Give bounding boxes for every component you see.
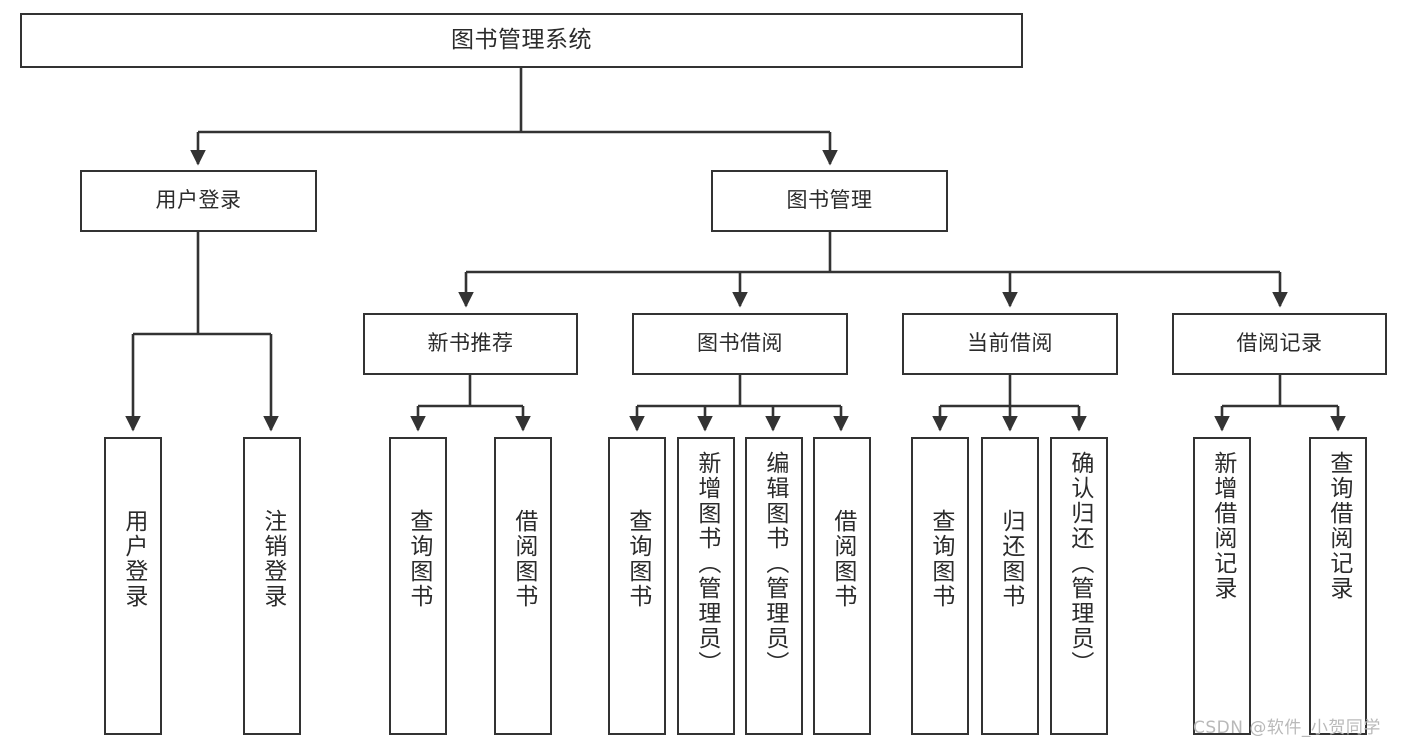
node-leaf-br-query-record-label: 查询借阅记录 <box>1325 451 1352 601</box>
node-leaf-user-login-label: 用户登录 <box>120 509 147 609</box>
node-leaf-bb-borrow-book[interactable]: 借阅图书 <box>813 437 871 735</box>
node-root-label: 图书管理系统 <box>451 26 592 53</box>
node-leaf-bb-query-book[interactable]: 查询图书 <box>608 437 666 735</box>
node-leaf-cb-confirm-return[interactable]: 确认归还（管理员） <box>1050 437 1108 735</box>
node-leaf-user-login[interactable]: 用户登录 <box>104 437 162 735</box>
node-new-book-recommend-label: 新书推荐 <box>427 331 514 356</box>
node-current-borrow-label: 当前借阅 <box>967 331 1053 356</box>
node-book-borrow[interactable]: 图书借阅 <box>632 313 848 375</box>
node-leaf-cb-query-book-label: 查询图书 <box>927 509 954 609</box>
node-leaf-bb-borrow-book-label: 借阅图书 <box>829 509 856 609</box>
node-borrow-record[interactable]: 借阅记录 <box>1172 313 1387 375</box>
node-leaf-br-query-record[interactable]: 查询借阅记录 <box>1309 437 1367 735</box>
node-leaf-cb-return-book[interactable]: 归还图书 <box>981 437 1039 735</box>
node-leaf-br-add-record[interactable]: 新增借阅记录 <box>1193 437 1251 735</box>
node-user-login[interactable]: 用户登录 <box>80 170 317 232</box>
node-book-manage[interactable]: 图书管理 <box>711 170 948 232</box>
node-borrow-record-label: 借阅记录 <box>1236 331 1323 356</box>
node-leaf-nb-borrow-book[interactable]: 借阅图书 <box>494 437 552 735</box>
node-current-borrow[interactable]: 当前借阅 <box>902 313 1118 375</box>
node-leaf-logout-label: 注销登录 <box>259 509 286 609</box>
node-leaf-br-add-record-label: 新增借阅记录 <box>1209 451 1236 601</box>
node-leaf-cb-confirm-return-label: 确认归还（管理员） <box>1066 451 1093 676</box>
node-leaf-cb-query-book[interactable]: 查询图书 <box>911 437 969 735</box>
node-leaf-bb-add-book-label: 新增图书（管理员） <box>693 451 720 676</box>
node-leaf-nb-query-book[interactable]: 查询图书 <box>389 437 447 735</box>
node-leaf-bb-edit-book-label: 编辑图书（管理员） <box>761 451 788 676</box>
node-leaf-bb-query-book-label: 查询图书 <box>624 509 651 609</box>
node-leaf-nb-borrow-book-label: 借阅图书 <box>510 509 537 609</box>
node-leaf-nb-query-book-label: 查询图书 <box>405 509 432 609</box>
node-user-login-label: 用户登录 <box>155 188 242 213</box>
node-book-borrow-label: 图书借阅 <box>697 331 783 356</box>
node-book-manage-label: 图书管理 <box>786 188 873 213</box>
node-leaf-cb-return-book-label: 归还图书 <box>997 509 1024 609</box>
node-root[interactable]: 图书管理系统 <box>20 13 1023 68</box>
node-leaf-bb-add-book[interactable]: 新增图书（管理员） <box>677 437 735 735</box>
node-new-book-recommend[interactable]: 新书推荐 <box>363 313 578 375</box>
node-leaf-bb-edit-book[interactable]: 编辑图书（管理员） <box>745 437 803 735</box>
node-leaf-logout[interactable]: 注销登录 <box>243 437 301 735</box>
